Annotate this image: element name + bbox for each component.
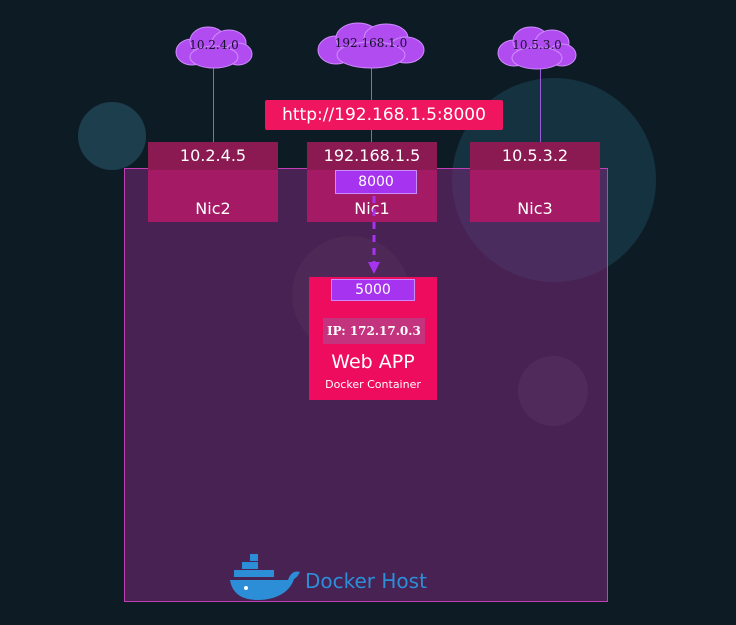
docker-host-label: Docker Host [305,569,427,593]
docker-host-box [124,168,608,602]
host-port-badge: 8000 [335,170,417,194]
nic-name-label: Nic3 [470,170,600,222]
decorative-bubble [78,102,146,170]
docker-container-box: 5000 IP: 172.17.0.3 Web APP Docker Conta… [309,277,437,400]
network-cloud: 10.5.3.0 [494,24,580,72]
network-cloud: 192.168.1.0 [314,20,428,70]
connector-line [213,64,214,144]
cloud-icon [497,26,577,70]
docker-whale-icon [230,554,300,600]
connector-line [540,64,541,144]
nic-name-label: Nic2 [148,170,278,222]
network-cloud: 10.2.4.0 [172,24,256,70]
nic-card-nic2: 10.2.4.5 Nic2 [148,142,278,222]
access-url-banner: http://192.168.1.5:8000 [265,100,503,130]
cloud-icon [317,22,425,69]
container-subtitle: Docker Container [325,378,421,391]
port-mapping-arrow [368,196,380,274]
network-cidr-label: 10.5.3.0 [512,38,562,52]
network-cidr-label: 192.168.1.0 [334,36,408,50]
container-port-badge: 5000 [331,279,415,301]
nic-ip-label: 192.168.1.5 [307,142,437,170]
nic-ip-label: 10.2.4.5 [148,142,278,170]
network-cidr-label: 10.2.4.0 [189,38,239,52]
cloud-icon [175,26,253,69]
nic-card-nic3: 10.5.3.2 Nic3 [470,142,600,222]
container-title: Web APP [331,351,415,373]
container-ip-label: IP: 172.17.0.3 [323,318,425,344]
nic-ip-label: 10.5.3.2 [470,142,600,170]
